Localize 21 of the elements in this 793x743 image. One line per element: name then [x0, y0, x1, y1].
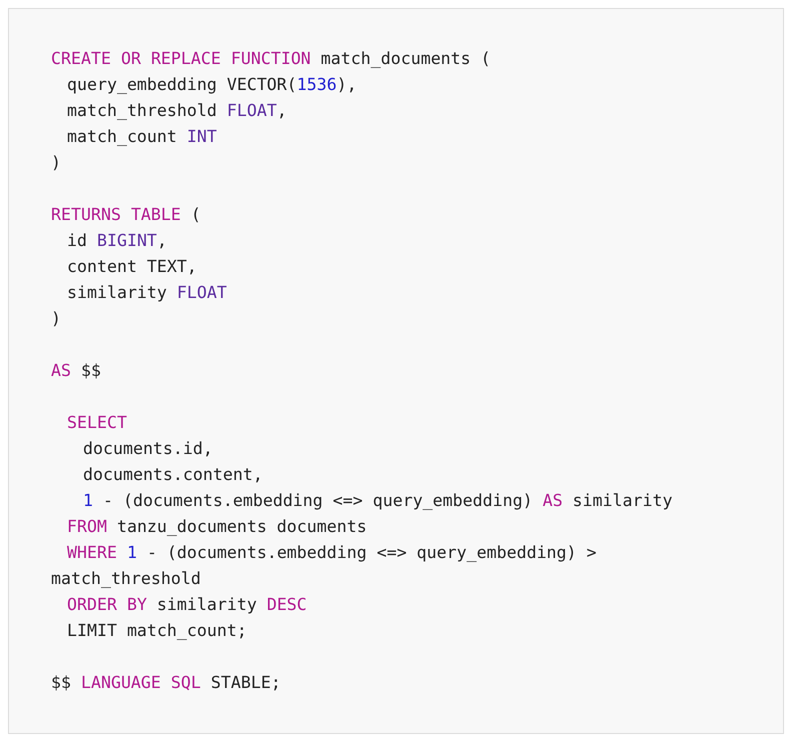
- code-line: RETURNS TABLE (: [51, 204, 201, 226]
- code-line: SELECT: [67, 412, 127, 434]
- code-line: ): [51, 308, 61, 330]
- code-line: content TEXT,: [67, 256, 197, 278]
- code-line: query_embedding VECTOR(1536),: [67, 74, 357, 96]
- code-line: ORDER BY similarity DESC: [67, 594, 307, 616]
- code-line: WHERE 1 - (documents.embedding <=> query_embedding) >: [67, 542, 597, 564]
- code-line: id BIGINT,: [67, 230, 167, 252]
- code-line: similarity FLOAT: [67, 282, 227, 304]
- code-line: match_count INT: [67, 126, 217, 148]
- code-line: 1 - (documents.embedding <=> query_embedding) AS similarity: [83, 490, 672, 512]
- code-line: FROM tanzu_documents documents: [67, 516, 367, 538]
- code-line: match_threshold FLOAT,: [67, 100, 287, 122]
- code-line: match_threshold: [51, 568, 201, 590]
- code-line: ): [51, 152, 61, 174]
- code-line: documents.content,: [83, 464, 263, 486]
- code-line: $$ LANGUAGE SQL STABLE;: [51, 672, 281, 694]
- code-line: LIMIT match_count;: [67, 620, 247, 642]
- code-line: CREATE OR REPLACE FUNCTION match_documents (: [51, 48, 491, 70]
- code-line: documents.id,: [83, 438, 213, 460]
- code-line: AS $$: [51, 360, 101, 382]
